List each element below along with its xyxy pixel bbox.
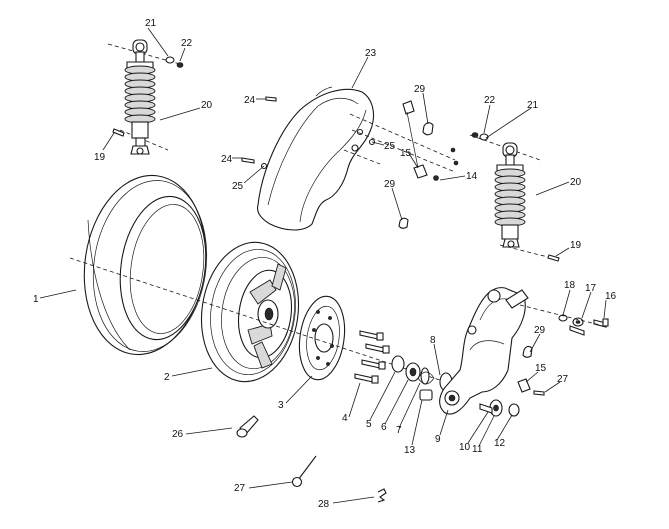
hub-bearings-spacers bbox=[391, 355, 520, 417]
callout-29: 29 bbox=[384, 179, 396, 190]
callout-4: 4 bbox=[342, 413, 348, 424]
retaining-clip bbox=[377, 488, 387, 503]
callout-20: 20 bbox=[570, 177, 582, 188]
swing-arm-hardware bbox=[517, 304, 609, 396]
callout-26: 26 bbox=[172, 429, 184, 440]
callout-8: 8 bbox=[430, 335, 436, 346]
tire-valve bbox=[236, 415, 259, 438]
callout-25: 25 bbox=[384, 141, 396, 152]
callout-17: 17 bbox=[585, 283, 597, 294]
callout-21: 21 bbox=[145, 18, 157, 29]
right-shock-absorber bbox=[469, 132, 560, 262]
rear-rim bbox=[200, 241, 300, 383]
callout-6: 6 bbox=[381, 422, 387, 433]
callout-9: 9 bbox=[435, 434, 441, 445]
leader-lines bbox=[39, 27, 607, 504]
fender-hardware bbox=[398, 100, 459, 229]
callout-12: 12 bbox=[494, 438, 506, 449]
callout-22: 22 bbox=[484, 95, 496, 106]
callout-15: 15 bbox=[400, 148, 412, 159]
callout-3: 3 bbox=[278, 400, 284, 411]
callout-14: 14 bbox=[466, 171, 478, 182]
callout-10: 10 bbox=[459, 442, 471, 453]
callout-18: 18 bbox=[564, 280, 576, 291]
rear-fender bbox=[241, 86, 456, 231]
callout-23: 23 bbox=[365, 48, 377, 59]
rear-tire bbox=[83, 174, 208, 356]
left-shock-absorber bbox=[107, 39, 184, 155]
callout-2: 2 bbox=[164, 372, 170, 383]
callout-13: 13 bbox=[404, 445, 416, 456]
callout-7: 7 bbox=[396, 425, 402, 436]
callout-16: 16 bbox=[605, 291, 617, 302]
callout-19: 19 bbox=[570, 240, 582, 251]
brake-disc bbox=[298, 295, 346, 381]
callout-21: 21 bbox=[527, 100, 539, 111]
callout-5: 5 bbox=[366, 419, 372, 430]
callout-28: 28 bbox=[318, 499, 330, 510]
callout-19: 19 bbox=[94, 152, 106, 163]
swing-arm bbox=[439, 287, 529, 415]
callout-27: 27 bbox=[234, 483, 246, 494]
callout-11: 11 bbox=[472, 444, 483, 455]
callout-labels: 21 22 20 19 23 24 24 25 25 29 22 21 20 1… bbox=[33, 18, 617, 510]
callout-29: 29 bbox=[414, 84, 426, 95]
callout-22: 22 bbox=[181, 38, 193, 49]
callout-27: 27 bbox=[557, 374, 569, 385]
circlip-pin bbox=[291, 455, 317, 488]
callout-29: 29 bbox=[534, 325, 546, 336]
callout-1: 1 bbox=[33, 294, 39, 305]
callout-20: 20 bbox=[201, 100, 213, 111]
callout-24: 24 bbox=[221, 154, 233, 165]
callout-24: 24 bbox=[244, 95, 256, 106]
callout-25: 25 bbox=[232, 181, 244, 192]
callout-15: 15 bbox=[535, 363, 547, 374]
disc-bolts bbox=[354, 330, 390, 384]
